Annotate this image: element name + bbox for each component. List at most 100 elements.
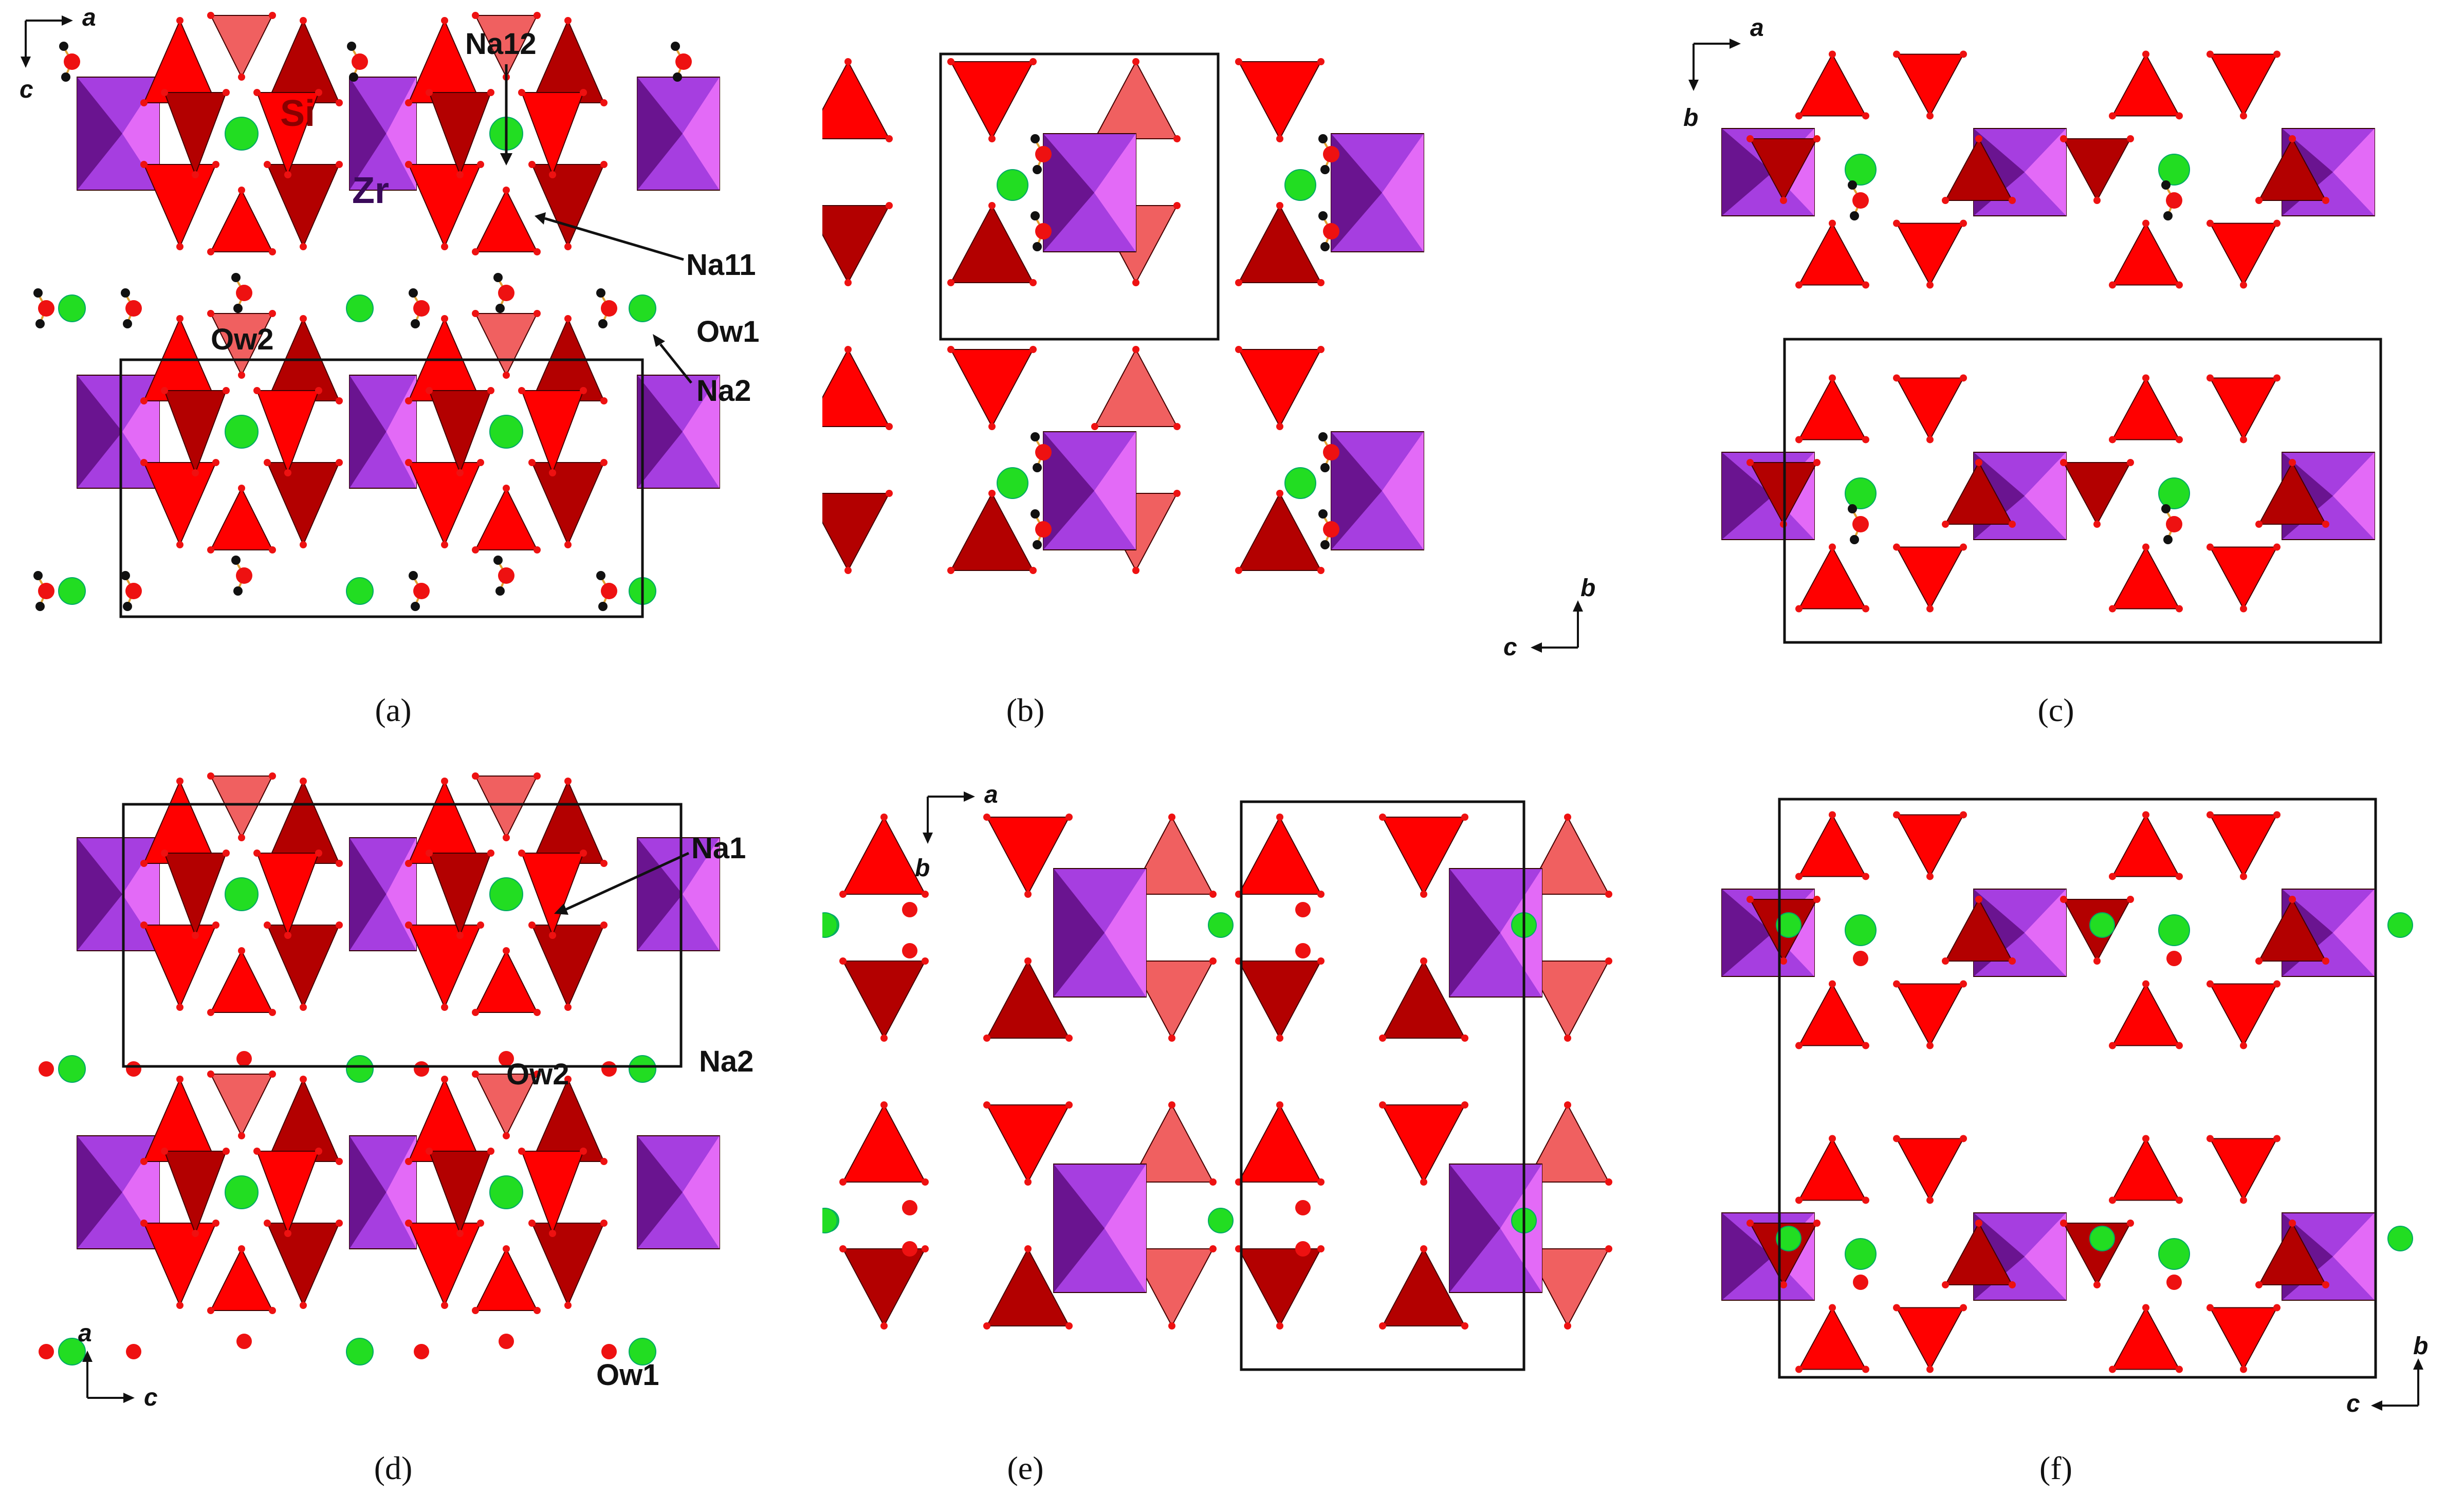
oxygen-atom bbox=[2255, 521, 2263, 528]
oxygen-atom bbox=[844, 346, 852, 353]
sio4-tetrahedron bbox=[1094, 60, 1178, 139]
octahedron-face bbox=[637, 375, 683, 488]
water-oxygen bbox=[236, 1051, 252, 1066]
caption-b: (b) bbox=[1006, 692, 1045, 728]
oxygen-atom bbox=[472, 546, 479, 553]
caption-e: (e) bbox=[1007, 1450, 1044, 1486]
octahedron-face bbox=[1054, 1164, 1105, 1293]
water-oxygen bbox=[126, 1061, 141, 1077]
oxygen-atom bbox=[1893, 811, 1900, 819]
sio4-tetrahedron bbox=[210, 949, 273, 1013]
oxygen-atom bbox=[2009, 957, 2016, 965]
oxygen-atom bbox=[487, 850, 494, 857]
water-oxygen bbox=[125, 583, 142, 599]
water-oxygen bbox=[675, 53, 692, 70]
oxygen-atom bbox=[1960, 543, 1967, 551]
oxygen-atom bbox=[207, 248, 214, 255]
hydrogen-atom bbox=[1320, 165, 1330, 174]
oxygen-atom bbox=[253, 89, 261, 96]
oxygen-atom bbox=[315, 850, 322, 857]
sio4-tetrahedron bbox=[822, 348, 890, 427]
sio4-tetrahedron bbox=[428, 92, 492, 176]
oxygen-atom bbox=[300, 1004, 307, 1011]
oxygen-atom bbox=[564, 1076, 572, 1083]
oxygen-atom bbox=[1960, 374, 1967, 382]
oxygen-atom bbox=[140, 921, 148, 929]
oxygen-atom bbox=[300, 315, 307, 322]
oxygen-atom bbox=[405, 99, 412, 106]
oxygen-atom bbox=[176, 778, 183, 785]
oxygen-atom bbox=[2142, 543, 2149, 551]
hydrogen-atom bbox=[1318, 432, 1328, 441]
sodium-atom bbox=[629, 294, 656, 322]
oxygen-atom bbox=[1780, 957, 1787, 965]
oxygen-atom bbox=[1960, 1304, 1967, 1312]
hydrogen-atom bbox=[59, 42, 68, 51]
oxygen-atom bbox=[580, 387, 587, 394]
water-oxygen bbox=[413, 300, 430, 317]
sio4-tetrahedron bbox=[986, 1104, 1070, 1184]
water-oxygen bbox=[1323, 444, 1339, 460]
oxygen-atom bbox=[456, 1230, 464, 1237]
oxygen-atom bbox=[1795, 281, 1803, 289]
octahedron-face bbox=[1382, 134, 1424, 252]
octahedron-face bbox=[1722, 128, 1773, 216]
oxygen-atom bbox=[284, 1230, 291, 1237]
octahedron-face bbox=[683, 375, 720, 488]
oxygen-atom bbox=[176, 315, 183, 322]
oxygen-atom bbox=[2127, 459, 2134, 466]
sodium-atom bbox=[225, 415, 259, 449]
hydrogen-atom bbox=[347, 42, 356, 51]
hydrogen-atom bbox=[1031, 432, 1040, 441]
water-oxygen bbox=[902, 943, 917, 958]
water-oxygen bbox=[38, 583, 54, 599]
oxygen-atom bbox=[238, 834, 245, 841]
oxygen-atom bbox=[1829, 219, 1836, 227]
sodium-atom bbox=[2089, 912, 2115, 938]
sio4-tetrahedron bbox=[521, 92, 584, 176]
oxygen-atom bbox=[1862, 1042, 1869, 1049]
oxygen-atom bbox=[1926, 1042, 1934, 1049]
octahedron-face bbox=[122, 375, 159, 488]
octahedron-face bbox=[1094, 134, 1136, 252]
oxygen-atom bbox=[405, 459, 412, 466]
sio4-tetrahedron bbox=[842, 1103, 926, 1183]
oxygen-atom bbox=[1829, 811, 1836, 819]
oxygen-atom bbox=[269, 1071, 276, 1078]
oxygen-atom bbox=[1975, 459, 1982, 466]
sio4-tetrahedron bbox=[531, 1078, 605, 1162]
panel-f: c b (f) bbox=[1645, 761, 2464, 1495]
oxygen-atom bbox=[300, 1302, 307, 1309]
sio4-tetrahedron bbox=[210, 1247, 273, 1311]
oxygen-atom bbox=[1317, 891, 1325, 898]
hydrogen-atom bbox=[1850, 211, 1859, 220]
sodium-atom bbox=[489, 1175, 523, 1209]
oxygen-atom bbox=[880, 1322, 888, 1330]
sio4-tetrahedron bbox=[256, 92, 320, 176]
oxygen-atom bbox=[1065, 814, 1073, 821]
hydrogen-atom bbox=[495, 304, 505, 313]
oxygen-atom bbox=[2240, 281, 2247, 289]
oxygen-atom bbox=[1065, 1322, 1073, 1330]
oxygen-atom bbox=[1132, 279, 1139, 286]
oxygen-atom bbox=[844, 58, 852, 65]
oxygen-atom bbox=[947, 567, 954, 574]
oxygen-atom bbox=[1862, 112, 1869, 120]
sio4-tetrahedron bbox=[1382, 1247, 1466, 1326]
hydrogen-atom bbox=[231, 556, 241, 565]
sio4-tetrahedron bbox=[521, 853, 584, 937]
hydrogen-atom bbox=[1318, 134, 1328, 143]
oxygen-atom bbox=[947, 346, 954, 353]
oxygen-atom bbox=[988, 135, 996, 142]
sio4-tetrahedron bbox=[1944, 137, 2013, 201]
oxygen-atom bbox=[2127, 135, 2134, 142]
octahedron-face bbox=[1043, 134, 1094, 252]
oxygen-atom bbox=[1942, 197, 1949, 204]
sio4-tetrahedron bbox=[2111, 222, 2180, 286]
sio4-tetrahedron bbox=[1382, 817, 1466, 896]
hydrogen-atom bbox=[231, 273, 241, 282]
oxygen-atom bbox=[1829, 1304, 1836, 1312]
oxygen-atom bbox=[336, 1158, 343, 1165]
sio4-tetrahedron bbox=[408, 462, 482, 546]
oxygen-atom bbox=[207, 1009, 214, 1016]
